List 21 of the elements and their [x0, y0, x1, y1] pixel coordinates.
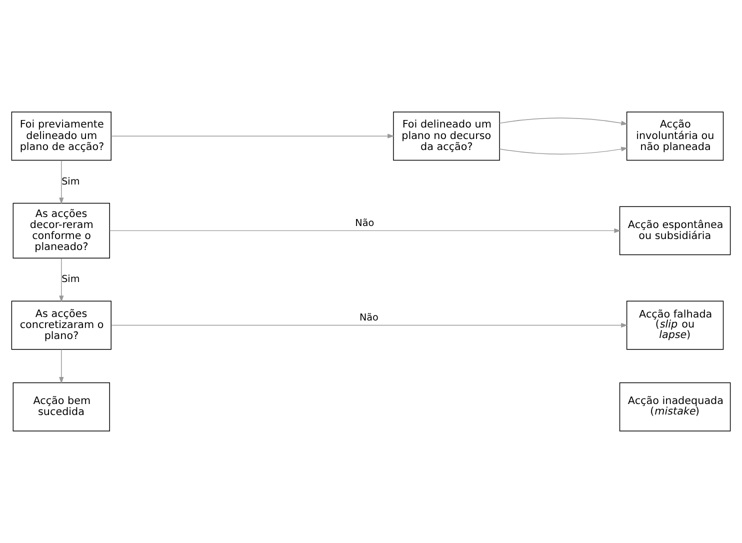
edge-label: Sim [62, 274, 80, 286]
edge-label: Sim [62, 176, 80, 188]
node-box: Acção bem sucedida [12, 382, 110, 432]
edge-label: Não [355, 218, 374, 229]
node-box: Acção falhada (slip ou lapse) [626, 300, 724, 350]
arrow [59, 258, 64, 302]
arrow [499, 118, 628, 126]
node-box: As acções decor-reram conforme o planeado? [12, 202, 110, 259]
arrow [109, 228, 621, 234]
arrow [59, 160, 64, 204]
node-box: Foi delineado um plano no decurso da acção? [393, 112, 500, 161]
node-box: As acções concretizaram o plano? [11, 300, 112, 350]
node-box: Acção inadequada (mistake) [619, 382, 731, 432]
node-box: Foi previamente delineado um plano de acção? [11, 112, 112, 161]
node-box: Acção espontânea ou subsidiária [619, 206, 731, 256]
node-box: Acção involuntária ou não planeada [626, 112, 724, 161]
arrow [59, 349, 64, 384]
arrow [110, 322, 628, 328]
arrow [499, 146, 628, 155]
arrow [110, 134, 394, 138]
edge-label: Não [359, 312, 378, 324]
